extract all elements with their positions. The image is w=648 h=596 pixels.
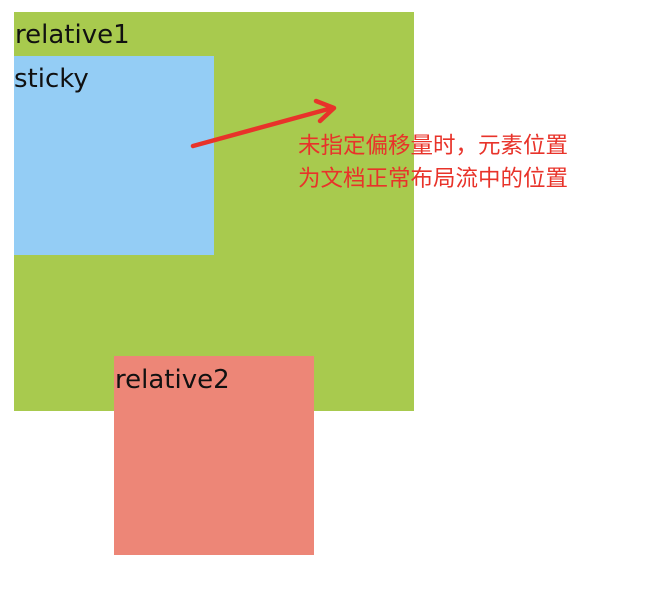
sticky-label: sticky [14,64,89,94]
annotation-text: 未指定偏移量时，元素位置 为文档正常布局流中的位置 [298,130,648,196]
relative2-label: relative2 [115,365,230,395]
relative2-box: relative2 [114,356,314,555]
annotation-line-2: 为文档正常布局流中的位置 [298,166,569,192]
sticky-box: sticky [14,56,214,255]
annotation-line-1: 未指定偏移量时，元素位置 [298,133,569,159]
relative1-label: relative1 [15,20,130,50]
